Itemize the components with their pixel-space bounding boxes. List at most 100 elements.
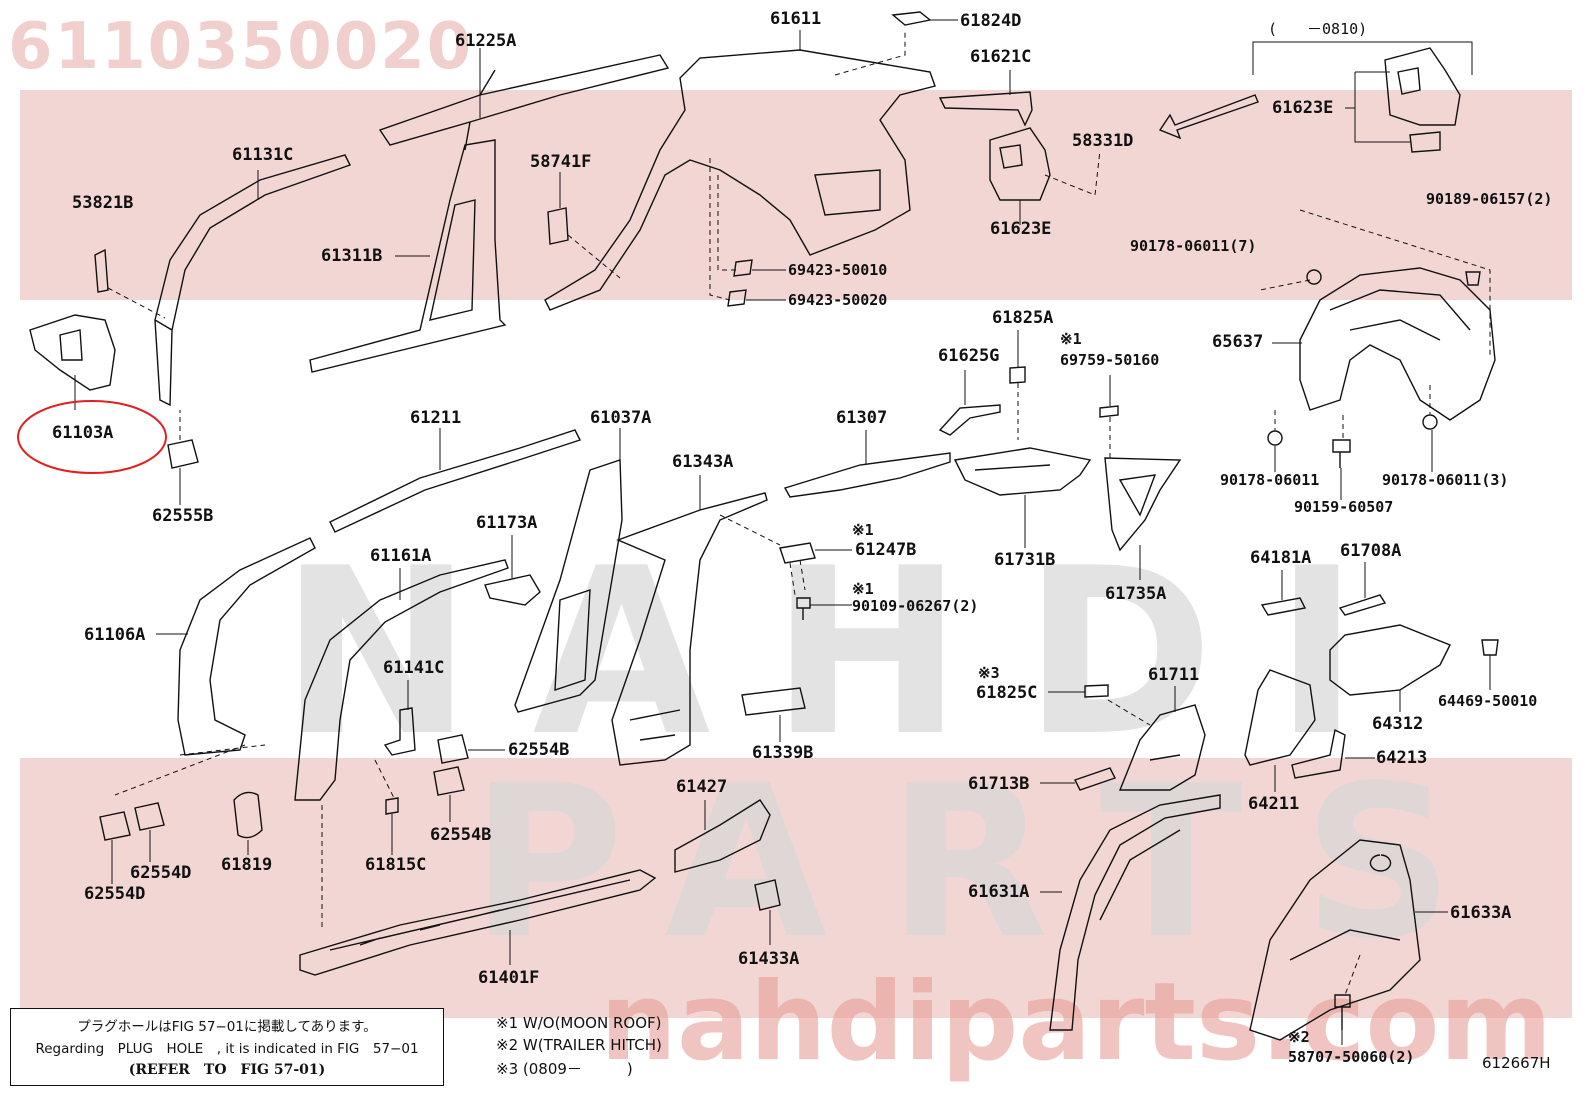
part-61037A[interactable]	[514, 459, 623, 713]
part-90159-60507[interactable]	[1332, 439, 1351, 468]
label-90178-06011-7: 90178-06011(7)	[1130, 237, 1257, 255]
part-61735A[interactable]	[1104, 457, 1182, 552]
part-64213[interactable]	[1291, 728, 1346, 779]
part-65637[interactable]	[1299, 267, 1496, 421]
label-62554D-b: 62554D	[84, 884, 146, 904]
label-53821B: 53821B	[72, 193, 134, 213]
part-61625G[interactable]	[938, 404, 1001, 436]
label-64211: 64211	[1248, 794, 1300, 814]
label-61623E-upper: 61623E	[1272, 98, 1334, 118]
label-90189-06157: 90189-06157(2)	[1426, 190, 1553, 208]
part-61611[interactable]	[544, 49, 936, 311]
part-61427[interactable]	[674, 799, 771, 873]
part-61141C[interactable]	[383, 707, 416, 756]
label-61611: 61611	[770, 9, 822, 29]
part-90178-06011-clip-c[interactable]	[1422, 414, 1438, 430]
label-61824D: 61824D	[960, 11, 1022, 31]
part-61824D[interactable]	[891, 11, 932, 26]
part-61131C[interactable]	[154, 154, 351, 407]
label-61623E-lower: 61623E	[990, 219, 1052, 239]
watermark-part-number: 6110350020	[8, 10, 474, 84]
part-90178-06011-clip-a[interactable]	[1306, 269, 1322, 285]
part-61711[interactable]	[1118, 704, 1206, 791]
label-note-marker-2: ※2	[1288, 1028, 1310, 1046]
part-61631A[interactable]	[1049, 794, 1221, 1031]
label-62554D-a: 62554D	[130, 863, 192, 883]
part-90189-06157[interactable]	[1465, 271, 1481, 286]
part-64469-50010[interactable]	[1481, 639, 1499, 656]
note-box-line-1: プラグホールはFIG 57−01に掲載してあります。	[77, 1019, 377, 1035]
highlight-circle-61103A	[17, 400, 167, 474]
label-90178-06011-3: 90178-06011(3)	[1382, 471, 1509, 489]
label-61401F: 61401F	[478, 968, 540, 988]
watermark-band-bottom	[20, 758, 1572, 1018]
part-61713B[interactable]	[1074, 767, 1116, 791]
part-69423-50010[interactable]	[733, 259, 753, 277]
label-69423-50020: 69423-50020	[788, 291, 888, 309]
part-64312[interactable]	[1329, 624, 1451, 696]
part-61225A[interactable]	[378, 54, 670, 151]
part-58707-50060[interactable]	[1334, 994, 1351, 1030]
part-61307[interactable]	[783, 452, 951, 498]
part-61621C[interactable]	[938, 91, 1033, 127]
label-61815C: 61815C	[365, 855, 427, 875]
label-69423-50010: 69423-50010	[788, 261, 888, 279]
label-69759-50160: 69759-50160	[1060, 351, 1160, 369]
part-61343A[interactable]	[611, 492, 768, 766]
part-61433A[interactable]	[754, 879, 781, 911]
label-58741F: 58741F	[530, 152, 592, 172]
label-61731B: 61731B	[994, 550, 1056, 570]
part-62554B-b[interactable]	[433, 766, 465, 796]
part-61623E-upper[interactable]	[1384, 47, 1461, 153]
part-61633A[interactable]	[1249, 839, 1421, 1041]
label-58707-50060: 58707-50060(2)	[1288, 1048, 1415, 1066]
part-62554D-a[interactable]	[134, 802, 165, 831]
part-61106A[interactable]	[177, 537, 316, 756]
part-64181A[interactable]	[1260, 597, 1307, 616]
part-61819[interactable]	[233, 791, 263, 839]
arrow-indicator	[1158, 94, 1259, 140]
part-69423-50020[interactable]	[727, 289, 747, 307]
part-61825A[interactable]	[1009, 366, 1026, 384]
label-58331D: 58331D	[1072, 131, 1134, 151]
part-61731B[interactable]	[953, 447, 1092, 496]
part-61825C[interactable]	[1084, 684, 1109, 698]
part-64211[interactable]	[1244, 669, 1316, 766]
part-61339B[interactable]	[741, 687, 806, 716]
label-61621C: 61621C	[970, 47, 1032, 67]
label-61427: 61427	[676, 777, 728, 797]
label-64469-50010: 64469-50010	[1438, 692, 1538, 710]
label-note-marker-3: ※3	[978, 664, 1000, 682]
part-58741F[interactable]	[547, 207, 569, 245]
label-61103A: 61103A	[52, 423, 114, 443]
part-61211[interactable]	[329, 429, 581, 533]
part-62554B-a[interactable]	[437, 734, 469, 764]
part-61311B[interactable]	[309, 139, 507, 373]
part-90109-06267[interactable]	[796, 597, 811, 620]
label-61735A: 61735A	[1105, 584, 1167, 604]
label-61106A: 61106A	[84, 625, 146, 645]
part-61247B[interactable]	[779, 542, 816, 564]
label-61713B: 61713B	[968, 774, 1030, 794]
part-61103A[interactable]	[29, 314, 116, 391]
label-61631A: 61631A	[968, 882, 1030, 902]
part-61623E-lower[interactable]	[989, 127, 1051, 201]
label-90159-60507: 90159-60507	[1294, 498, 1394, 516]
part-61161A[interactable]	[294, 559, 509, 801]
part-61401F[interactable]	[299, 869, 657, 976]
label-61037A: 61037A	[590, 408, 652, 428]
part-61708A[interactable]	[1338, 594, 1387, 616]
part-62555B[interactable]	[167, 439, 199, 469]
part-90178-06011-clip-b[interactable]	[1267, 430, 1283, 446]
label-62554B-a: 62554B	[508, 740, 570, 760]
part-69759-50160[interactable]	[1099, 405, 1119, 418]
part-53821B[interactable]	[94, 248, 109, 293]
label-61131C: 61131C	[232, 145, 294, 165]
note-box-line-2: Regarding PLUG HOLE , it is indicated in…	[35, 1041, 419, 1057]
part-61815C[interactable]	[385, 797, 399, 815]
part-61173A[interactable]	[484, 574, 541, 606]
label-61633A: 61633A	[1450, 903, 1512, 923]
part-62554D-b[interactable]	[99, 811, 131, 841]
label-65637: 65637	[1212, 332, 1264, 352]
